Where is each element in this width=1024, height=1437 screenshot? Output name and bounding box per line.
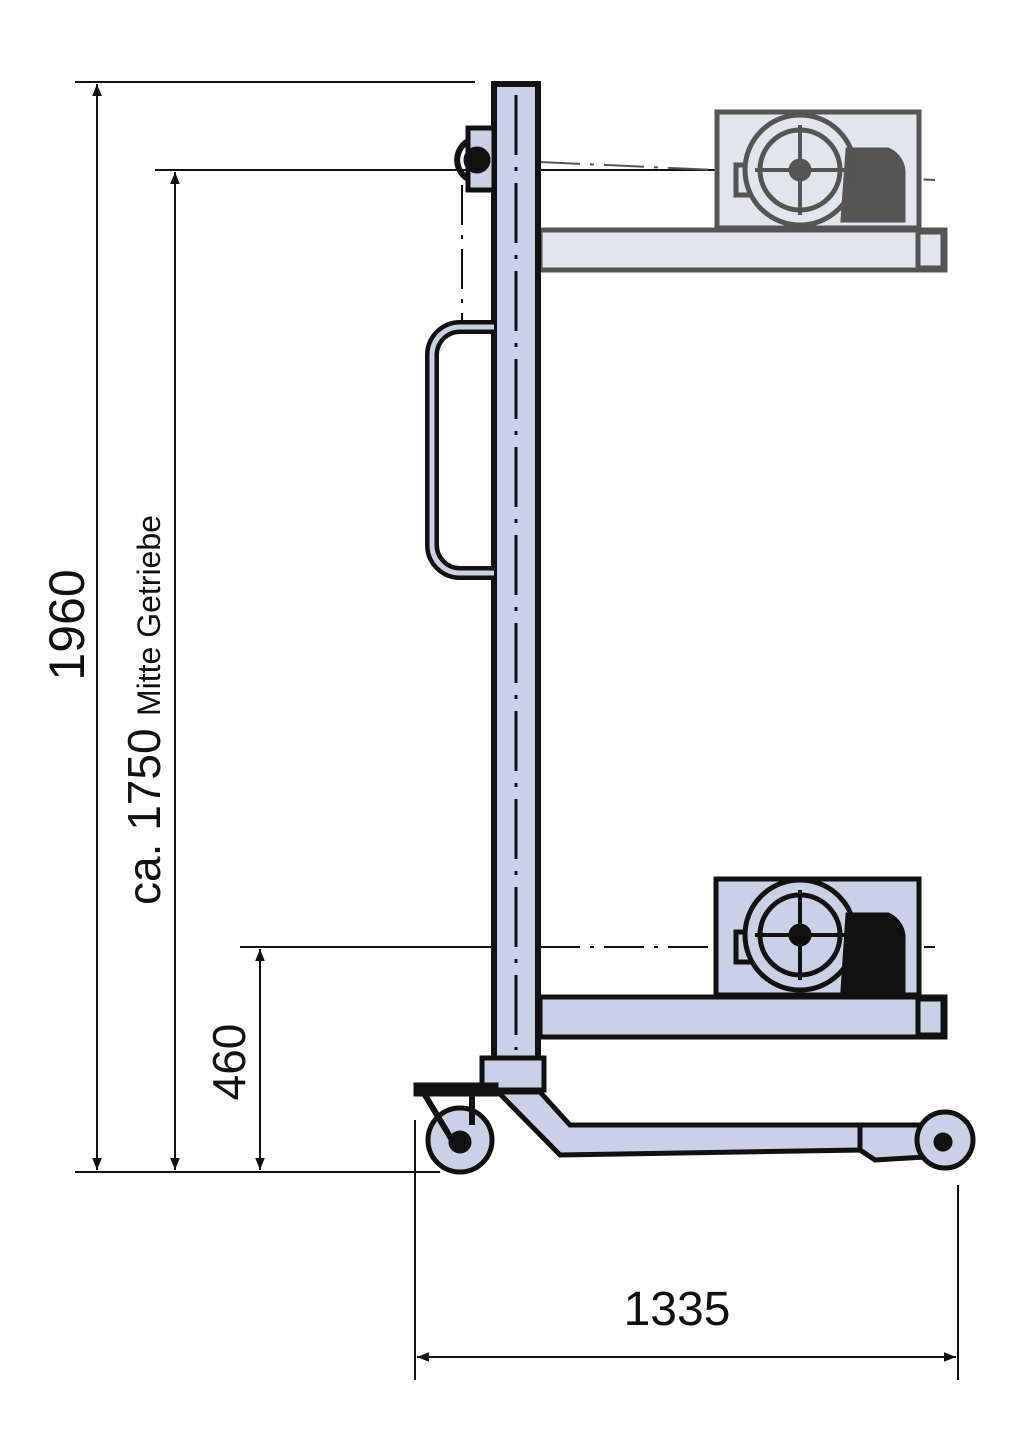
upper-gearbox-assembly: [537, 109, 948, 273]
lower-gear-hub: [788, 923, 812, 947]
lower-gearbox-assembly: [537, 876, 948, 1040]
lower-arm: [537, 994, 948, 1040]
dimension-label-1335: 1335: [624, 1283, 731, 1336]
lower-motor: [840, 912, 906, 993]
base: [413, 1055, 976, 1175]
dimension-arrows: [92, 84, 956, 1362]
upper-gear-hub: [788, 158, 812, 182]
lower-arm-cap: [915, 996, 946, 1038]
dimension-label-1960: 1960: [39, 569, 95, 680]
upper-bracket: [454, 125, 497, 193]
dimension-note: Mitte Getriebe: [131, 515, 167, 716]
dimension-label-460: 460: [203, 1024, 255, 1101]
handle: [425, 320, 494, 580]
column: [491, 81, 541, 1063]
upper-arm: [537, 227, 948, 273]
dimension-label-1750: ca. 1750 Mitte Getriebe: [118, 515, 170, 905]
upper-motor: [840, 147, 906, 223]
bracket-roller: [463, 146, 491, 174]
caster-plate: [413, 1082, 499, 1097]
base-leg: [492, 1089, 863, 1158]
upper-arm-cap: [915, 229, 946, 271]
dimension-value-1750: ca. 1750: [118, 728, 170, 904]
extension-lines: [75, 81, 959, 1380]
